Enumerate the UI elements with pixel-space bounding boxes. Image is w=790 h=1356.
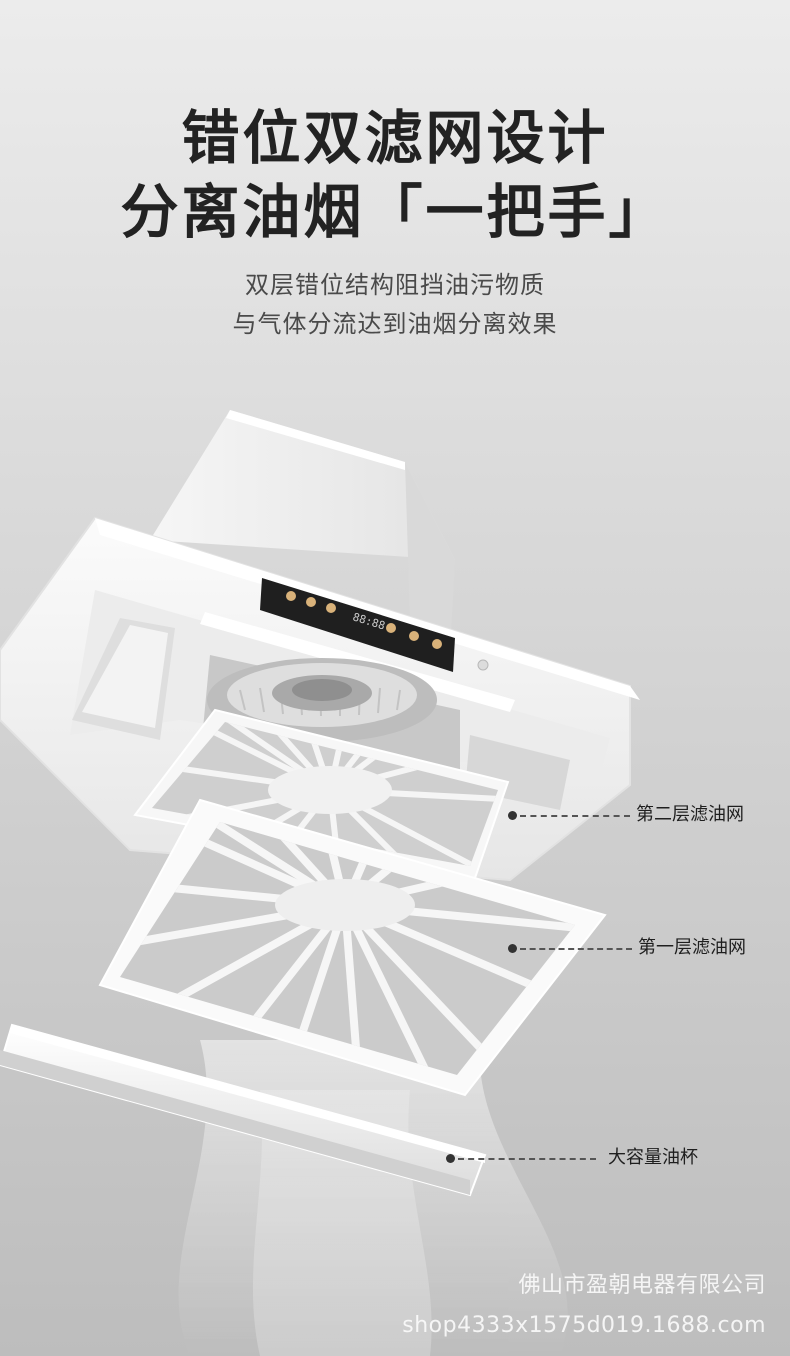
- callout-dot: [508, 944, 517, 953]
- callout-oil-cup: 大容量油杯: [446, 1148, 726, 1168]
- callout-leader-line: [520, 948, 632, 950]
- control-panel: 88:88: [260, 578, 489, 672]
- callout-dot: [446, 1154, 455, 1163]
- watermark-company: 佛山市盈朝电器有限公司: [518, 1273, 766, 1298]
- callout-dot: [508, 811, 517, 820]
- callout-label: 第二层滤油网: [636, 804, 744, 825]
- subheadline-line-1: 双层错位结构阻挡油污物质: [245, 271, 545, 299]
- oil-cup: [0, 1023, 487, 1197]
- callout-first-filter: 第一层滤油网: [508, 938, 778, 958]
- callout-leader-line: [520, 815, 630, 817]
- callout-second-filter: 第二层滤油网: [508, 805, 768, 825]
- headline-line-2: 分离油烟「一把手」: [120, 178, 670, 246]
- subheadline-line-2: 与气体分流达到油烟分离效果: [232, 310, 558, 338]
- blower-fan: [207, 658, 437, 742]
- callout-leader-line: [458, 1158, 596, 1160]
- callout-label: 大容量油杯: [608, 1147, 698, 1168]
- watermark-url: shop4333x1575d019.1688.com: [402, 1313, 766, 1338]
- callout-label: 第一层滤油网: [638, 937, 746, 958]
- headline-line-1: 错位双滤网设计: [181, 104, 609, 172]
